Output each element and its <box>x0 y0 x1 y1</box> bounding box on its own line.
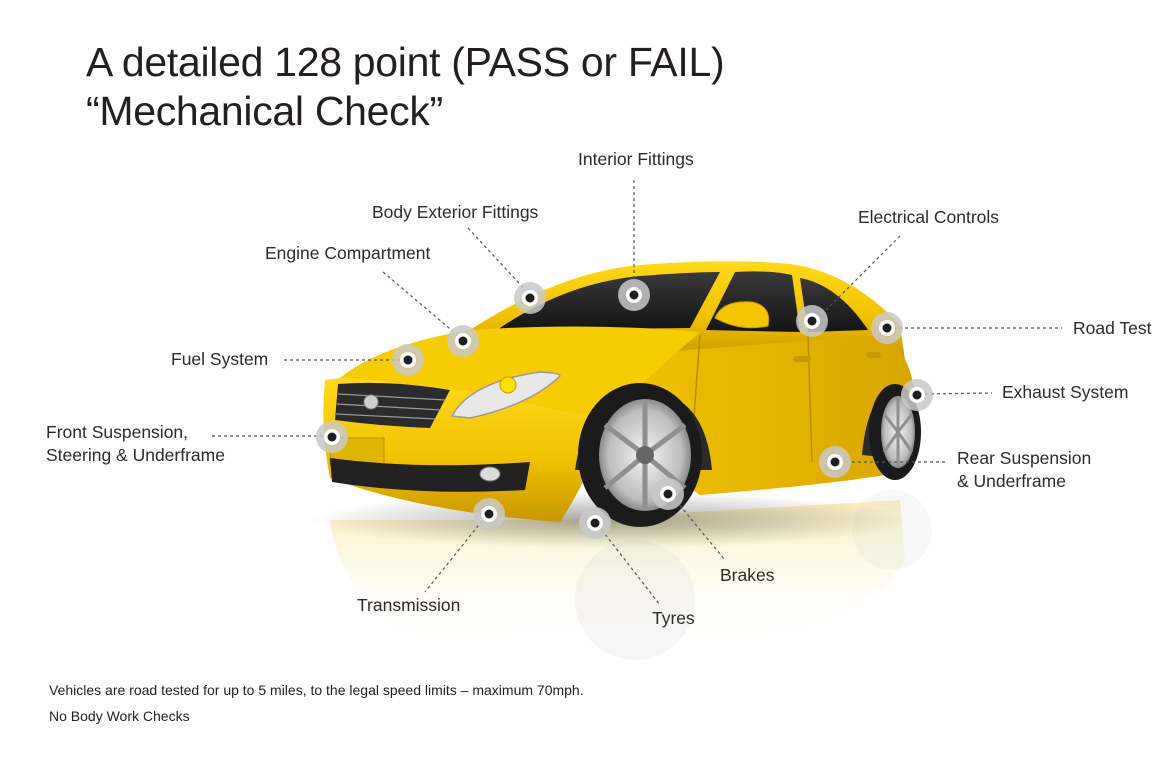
label-rear-suspension-line1: Rear Suspension <box>957 448 1092 468</box>
label-transmission: Transmission <box>357 595 461 615</box>
label-brakes: Brakes <box>720 565 775 585</box>
body-work-note: No Body Work Checks <box>49 708 190 724</box>
marker-transmission <box>473 498 505 530</box>
leader-tyres <box>597 524 661 606</box>
leader-exhaust-system <box>924 392 993 395</box>
title-line-2: “Mechanical Check” <box>86 88 443 134</box>
label-road-test: Road Test <box>1073 318 1152 338</box>
front-wheel <box>578 383 702 527</box>
marker-engine-compartment <box>447 325 479 357</box>
road-test-note: Vehicles are road tested for up to 5 mil… <box>49 682 584 698</box>
side-mirror <box>714 301 770 329</box>
markers <box>316 279 933 539</box>
label-rear-suspension: Rear Suspension & Underframe <box>957 447 1091 493</box>
marker-exhaust-system <box>901 379 933 411</box>
marker-fuel-system <box>392 344 424 376</box>
marker-road-test <box>871 312 903 344</box>
label-rear-suspension-line2: & Underframe <box>957 471 1066 491</box>
marker-brakes <box>652 478 684 510</box>
leader-brakes <box>671 495 726 561</box>
label-interior-fittings: Interior Fittings <box>578 149 694 169</box>
leader-engine-compartment <box>382 271 463 340</box>
front-grille <box>335 382 450 428</box>
leader-electrical-controls <box>817 235 901 319</box>
marker-electrical-controls <box>796 305 828 337</box>
windshield <box>497 272 720 330</box>
label-electrical-controls: Electrical Controls <box>858 207 1000 227</box>
title-line-1: A detailed 128 point (PASS or FAIL) <box>86 39 725 85</box>
page-title: A detailed 128 point (PASS or FAIL) “Mec… <box>86 38 725 136</box>
leader-lines <box>212 180 1062 606</box>
marker-body-exterior <box>514 282 546 314</box>
label-body-exterior-fittings: Body Exterior Fittings <box>372 202 539 222</box>
marker-tyres <box>579 507 611 539</box>
leader-body-exterior <box>467 227 531 296</box>
label-front-suspension: Front Suspension, Steering & Underframe <box>46 421 225 467</box>
label-tyres: Tyres <box>652 608 695 628</box>
headlight <box>450 371 561 419</box>
label-engine-compartment: Engine Compartment <box>265 243 431 263</box>
label-fuel-system: Fuel System <box>171 349 269 369</box>
label-front-suspension-line1: Front Suspension, <box>46 422 189 442</box>
leader-transmission <box>424 515 487 593</box>
label-front-suspension-line2: Steering & Underframe <box>46 445 225 465</box>
marker-front-suspension <box>316 421 348 453</box>
marker-rear-suspension <box>819 446 851 478</box>
lower-intake <box>330 458 530 492</box>
label-exhaust-system: Exhaust System <box>1002 382 1129 402</box>
marker-interior-fittings <box>618 279 650 311</box>
